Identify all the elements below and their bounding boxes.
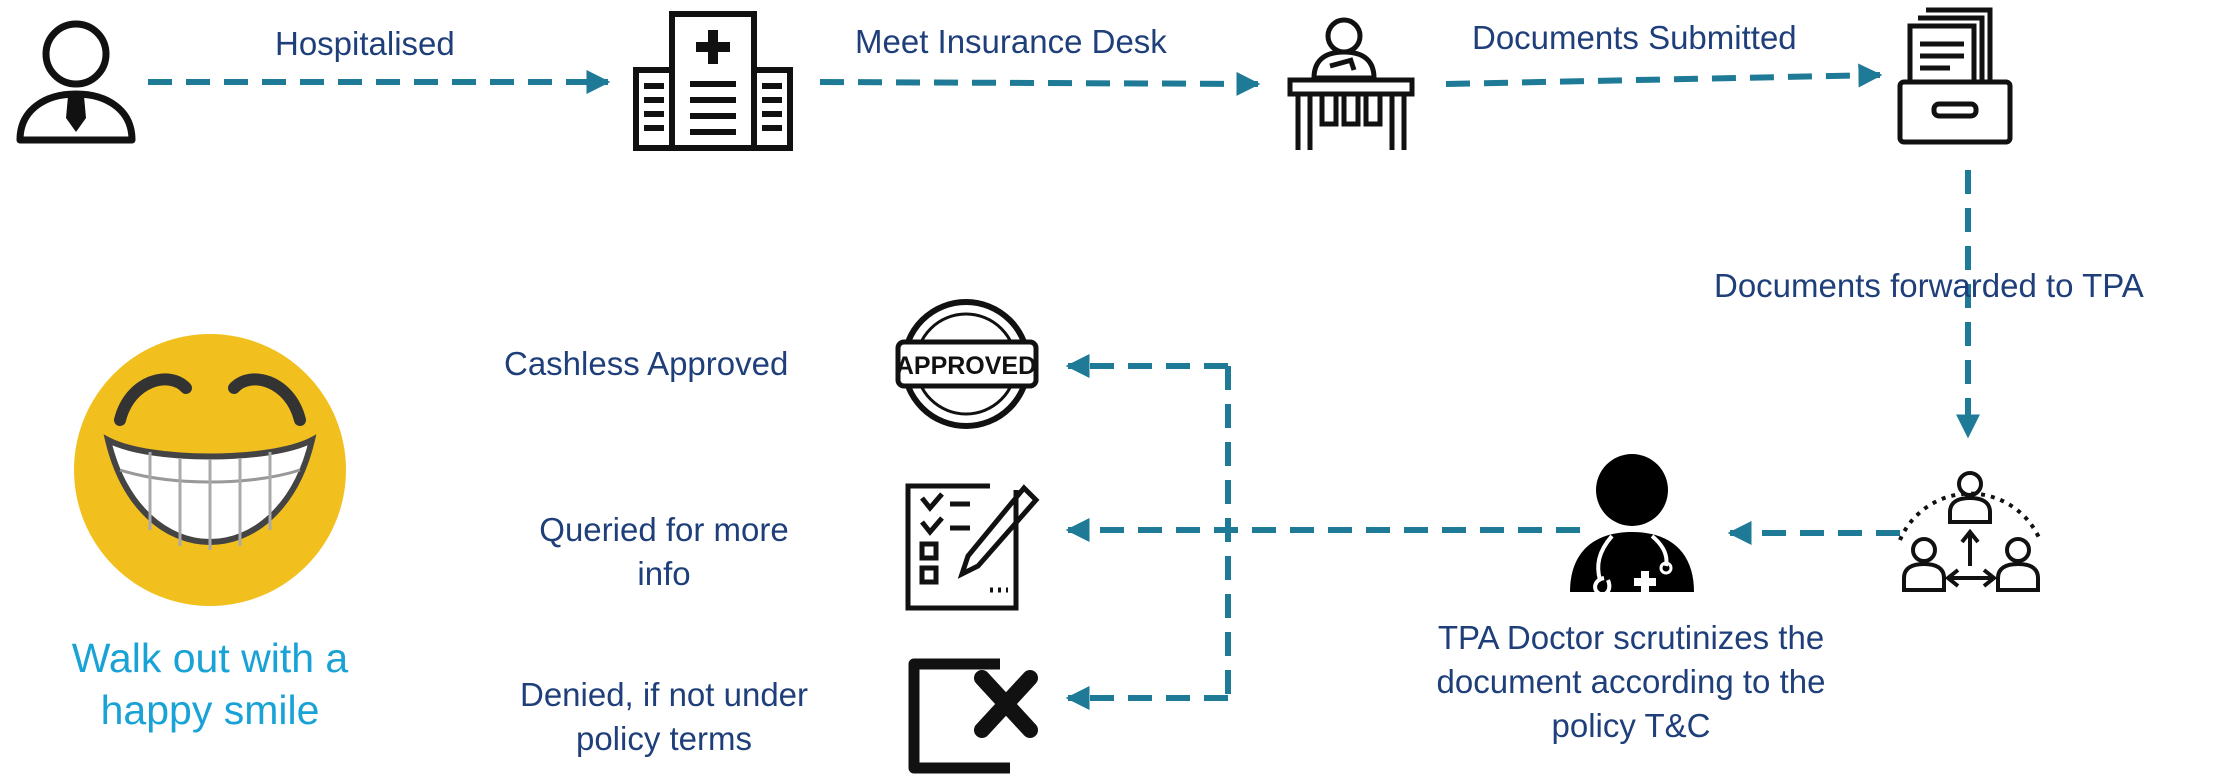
document-cabinet-icon (1897, 7, 2013, 145)
arrow-documents-submitted (1445, 63, 1883, 88)
label-documents-forwarded: Documents forwarded to TPA (1714, 267, 2144, 304)
label-cashless-approved: Cashless Approved (504, 345, 789, 382)
arrow-meet-insurance-desk (819, 71, 1261, 96)
label-documents-submitted: Documents Submitted (1472, 19, 1797, 56)
approved-stamp-text: APPROVED (896, 352, 1036, 380)
label-denied: Denied, if not under policy terms (519, 676, 809, 757)
denied-icon (908, 658, 1038, 774)
doctor-icon (1570, 454, 1694, 597)
smiley-emoji-icon (74, 334, 346, 606)
checklist-icon (905, 483, 1040, 611)
label-queried: Queried for more info (539, 511, 789, 592)
label-meet-insurance-desk: Meet Insurance Desk (855, 23, 1167, 60)
insurance-desk-icon (1287, 17, 1415, 150)
tpa-team-icon (1898, 471, 2042, 592)
hospital-icon (633, 11, 793, 151)
patient-icon (16, 20, 136, 144)
label-hospitalised: Hospitalised (275, 25, 455, 62)
approved-stamp-icon: APPROVED (895, 299, 1039, 429)
label-walk-out: Walk out with a happy smile (71, 635, 349, 733)
label-tpa-doctor: TPA Doctor scrutinizes the document acco… (1436, 619, 1826, 744)
